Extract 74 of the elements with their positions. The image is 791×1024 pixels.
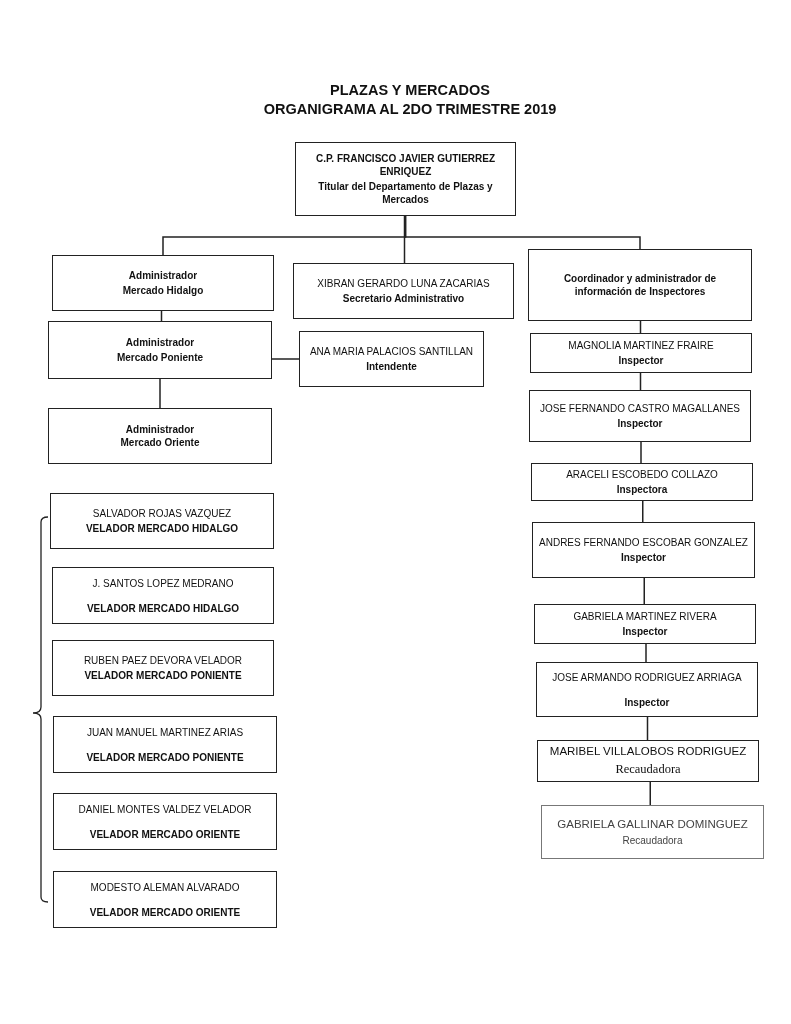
org-box bbox=[541, 805, 764, 859]
heading-text: C.P. FRANCISCO JAVIER GUTIERREZ ENRIQUEZ bbox=[314, 152, 497, 178]
org-box bbox=[532, 522, 755, 578]
connector-line bbox=[404, 215, 641, 250]
role-text: Recaudadora bbox=[615, 761, 681, 778]
connector-line bbox=[159, 378, 161, 409]
org-box bbox=[53, 793, 277, 850]
connector-line bbox=[645, 643, 647, 663]
org-box bbox=[529, 390, 751, 442]
connector-line bbox=[649, 781, 651, 806]
role-text: Mercado Poniente bbox=[116, 351, 204, 364]
name-text: ANDRES FERNANDO ESCOBAR GONZALEZ bbox=[539, 536, 748, 549]
name-text: JOSE ARMANDO RODRIGUEZ ARRIAGA bbox=[552, 670, 742, 684]
org-box bbox=[293, 263, 514, 319]
heading-text: Coordinador y administrador de información de Inspectores bbox=[562, 272, 718, 298]
org-box bbox=[299, 331, 484, 387]
org-box bbox=[50, 493, 274, 549]
connector-line bbox=[642, 500, 644, 523]
org-box bbox=[537, 740, 759, 782]
name-text: J. SANTOS LOPEZ MEDRANO bbox=[92, 576, 234, 590]
name-text: GABRIELA MARTINEZ RIVERA bbox=[573, 610, 717, 623]
org-box bbox=[531, 463, 753, 501]
role-text: Mercado Hidalgo bbox=[122, 284, 204, 297]
diagram-title: PLAZAS Y MERCADOS bbox=[329, 82, 491, 98]
role-text: VELADOR MERCADO ORIENTE bbox=[89, 827, 241, 841]
heading-text: Administrador bbox=[125, 423, 195, 436]
org-box bbox=[528, 249, 752, 321]
role-text: Inspector bbox=[618, 354, 664, 367]
connector-line bbox=[646, 716, 649, 741]
connector-line bbox=[271, 358, 300, 360]
name-text: RUBEN PAEZ DEVORA VELADOR bbox=[83, 654, 243, 667]
name-text: SALVADOR ROJAS VAZQUEZ bbox=[92, 507, 232, 520]
name-text: ANA MARIA PALACIOS SANTILLAN bbox=[309, 345, 474, 358]
role-text: Inspector bbox=[617, 417, 663, 430]
org-box bbox=[536, 662, 758, 717]
role-text: Inspectora bbox=[616, 483, 668, 496]
role-text: VELADOR MERCADO PONIENTE bbox=[86, 750, 244, 764]
role-text: Inspector bbox=[622, 625, 668, 638]
role-text: VELADOR MERCADO HIDALGO bbox=[85, 522, 239, 535]
heading-text: Administrador bbox=[125, 336, 195, 349]
heading-text: GABRIELA GALLINAR DOMINGUEZ bbox=[557, 817, 748, 832]
org-box bbox=[48, 408, 272, 464]
role-text: Intendente bbox=[366, 360, 417, 373]
heading-text: Administrador bbox=[128, 269, 198, 282]
subtitle: ORGANIGRAMA AL 2DO TRIMESTRE 2019 bbox=[262, 101, 558, 117]
org-box bbox=[530, 333, 752, 373]
connector-line bbox=[403, 215, 406, 264]
org-box bbox=[48, 321, 272, 379]
org-box bbox=[53, 716, 277, 773]
role-text: Secretario Administrativo bbox=[342, 292, 465, 305]
role-text: Inspector bbox=[624, 695, 670, 709]
connector-line bbox=[643, 577, 645, 605]
org-box bbox=[295, 142, 516, 216]
name-text: MAGNOLIA MARTINEZ FRAIRE bbox=[568, 339, 714, 352]
org-box bbox=[52, 567, 274, 624]
connector-line bbox=[640, 441, 642, 464]
name-text: DANIEL MONTES VALDEZ VELADOR bbox=[78, 802, 252, 816]
role-text: Titular del Departamento de Plazas y Mercados bbox=[317, 180, 494, 206]
heading-text: MARIBEL VILLALOBOS RODRIGUEZ bbox=[549, 744, 747, 760]
role-text: VELADOR MERCADO HIDALGO bbox=[86, 601, 240, 615]
role-text: Recaudadora bbox=[622, 833, 683, 847]
org-box bbox=[52, 640, 274, 696]
name-text: XIBRAN GERARDO LUNA ZACARIAS bbox=[317, 277, 490, 290]
name-text: JUAN MANUEL MARTINEZ ARIAS bbox=[86, 725, 244, 739]
role-text: VELADOR MERCADO PONIENTE bbox=[84, 669, 242, 682]
name-text: ARACELI ESCOBEDO COLLAZO bbox=[566, 468, 718, 481]
name-text: JOSE FERNANDO CASTRO MAGALLANES bbox=[539, 402, 740, 415]
role-text: Inspector bbox=[621, 551, 666, 564]
org-box bbox=[534, 604, 756, 644]
name-text: MODESTO ALEMAN ALVARADO bbox=[90, 880, 240, 894]
org-box bbox=[53, 871, 277, 928]
org-box bbox=[52, 255, 274, 311]
role-text: Mercado Oriente bbox=[120, 436, 200, 449]
role-text: VELADOR MERCADO ORIENTE bbox=[89, 905, 241, 919]
